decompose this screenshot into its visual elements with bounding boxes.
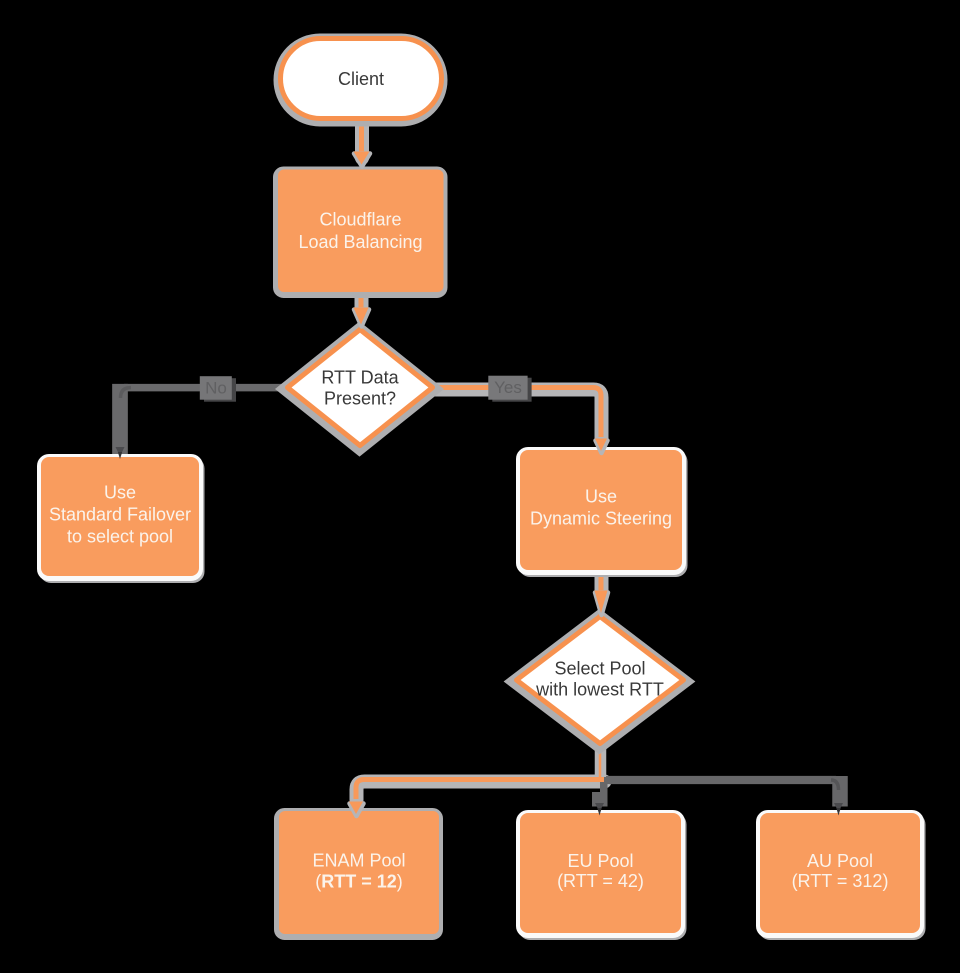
svg-text:EU Pool: EU Pool [567,851,633,871]
svg-text:Select Pool: Select Pool [554,659,645,679]
svg-text:Present?: Present? [324,389,396,409]
svg-text:RTT Data: RTT Data [321,368,399,388]
svg-text:Standard Failover: Standard Failover [49,505,191,525]
svg-text:Yes: Yes [494,378,522,397]
svg-text:No: No [205,379,227,398]
svg-text:Cloudflare: Cloudflare [319,210,401,230]
svg-text:ENAM Pool: ENAM Pool [312,851,405,871]
svg-text:Load Balancing: Load Balancing [298,232,422,252]
svg-text:(RTT = 42): (RTT = 42) [557,871,644,891]
svg-text:Dynamic Steering: Dynamic Steering [530,509,672,529]
svg-text:Use: Use [104,483,136,503]
svg-text:to select pool: to select pool [67,527,173,547]
svg-text:(RTT = 312): (RTT = 312) [792,871,889,891]
svg-text:(RTT = 12): (RTT = 12) [315,872,403,892]
svg-text:AU Pool: AU Pool [807,851,873,871]
svg-text:with lowest RTT: with lowest RTT [535,680,664,700]
svg-text:Use: Use [585,487,617,507]
svg-text:Client: Client [338,69,384,89]
